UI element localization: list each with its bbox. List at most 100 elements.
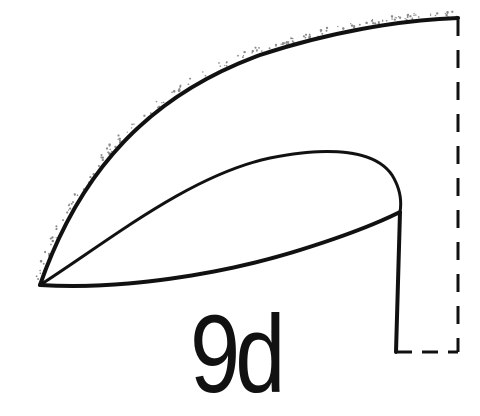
stipple-dot [68, 207, 72, 210]
stipple-dot [290, 37, 293, 40]
stipple-dot [178, 88, 181, 90]
stipple-dot [413, 12, 415, 15]
stipple-dot [241, 56, 244, 59]
inner-lens-lower [38, 210, 402, 288]
stipple-dot [133, 123, 135, 125]
stipple-dot [394, 16, 396, 19]
stipple-dot [268, 47, 271, 50]
stipple-dot [319, 29, 323, 32]
stipple-dot [302, 35, 305, 38]
stipple-dot [224, 64, 226, 67]
stipple-dot [39, 259, 43, 263]
stipple-dot [283, 42, 286, 45]
stipple-dot [107, 151, 110, 154]
stipple-dot [171, 91, 173, 94]
stipple-dot [291, 40, 294, 43]
stipple-dot [243, 50, 246, 54]
stipple-dot [97, 164, 100, 168]
stipple-dot [411, 17, 414, 20]
stipple-dot [409, 15, 412, 18]
stipple-dot [365, 21, 368, 25]
stipple-dot [242, 54, 245, 57]
stipple-dot [237, 54, 239, 57]
stipple-dot [393, 18, 396, 21]
inner-lens-upper [38, 150, 403, 287]
stipple-dot [372, 22, 375, 25]
stipple-dot [350, 23, 352, 25]
stipple-dot [35, 275, 38, 278]
stipple-dot [350, 24, 354, 27]
stipple-shading [35, 10, 458, 281]
stipple-dot [117, 138, 119, 140]
stipple-dot [254, 46, 257, 49]
stipple-dot [51, 236, 54, 239]
stipple-dot [429, 14, 432, 16]
stipple-dot [117, 134, 120, 137]
stipple-dot [68, 203, 70, 205]
stipple-dot [308, 37, 310, 39]
stipple-dot [374, 22, 377, 25]
stipple-dot [395, 17, 398, 19]
stipple-dot [251, 51, 253, 54]
stipple-dot [337, 25, 339, 28]
stipple-dot [304, 36, 307, 39]
stipple-dot [73, 193, 77, 196]
stipple-dot [451, 10, 454, 13]
stipple-dot [445, 13, 448, 17]
stipple-dot [70, 202, 73, 205]
stipple-dot [371, 19, 374, 22]
stipple-dot [377, 20, 380, 24]
stipple-dot [55, 225, 58, 228]
stipple-dot [444, 12, 446, 15]
stipple-dot [55, 237, 57, 239]
stipple-dot [89, 175, 92, 179]
stipple-dot [204, 74, 207, 77]
stipple-dot [66, 211, 69, 214]
stipple-dot [76, 194, 79, 197]
stipple-dot [118, 137, 121, 140]
outer-arc [38, 16, 460, 287]
stipple-dot [252, 50, 254, 52]
stipple-dot [325, 29, 328, 32]
stipple-dot [280, 43, 282, 45]
stipple-dot [55, 227, 58, 231]
stipple-dot [385, 19, 388, 22]
stipple-dot [398, 16, 402, 19]
solid-stem [394, 210, 402, 354]
stipple-dot [404, 17, 406, 20]
stipple-dot [44, 250, 46, 253]
stipple-dot [225, 64, 228, 67]
stipple-dot [275, 43, 277, 46]
stipple-dot [202, 71, 204, 73]
stipple-dot [101, 158, 104, 162]
stipple-dot [291, 37, 294, 40]
stipple-dot [325, 26, 329, 30]
stipple-dot [321, 32, 324, 35]
stipple-dot [49, 237, 52, 240]
stipple-dot [187, 83, 190, 86]
stipple-dot [390, 15, 394, 18]
stipple-dot [353, 24, 356, 27]
stipple-dot [51, 239, 55, 243]
stipple-dot [415, 14, 417, 16]
stipple-dot [287, 41, 290, 43]
stipple-dot [281, 43, 284, 46]
stipple-dot [162, 101, 165, 104]
stipple-dot [256, 49, 258, 51]
stipple-dot [172, 90, 176, 93]
stipple-dot [118, 139, 121, 142]
stipple-dot [435, 12, 439, 15]
stipple-dot [179, 84, 182, 87]
stipple-dot [101, 156, 104, 159]
figure-label: 9d [190, 293, 285, 416]
stipple-dot [391, 17, 393, 19]
stipple-dot [42, 262, 45, 265]
stipple-dot [149, 112, 152, 114]
stipple-dot [161, 101, 163, 104]
stipple-dot [131, 123, 133, 126]
stipple-dot [417, 16, 420, 18]
stipple-dot [62, 219, 64, 222]
stipple-dot [382, 19, 384, 21]
stipple-dot [429, 13, 432, 15]
